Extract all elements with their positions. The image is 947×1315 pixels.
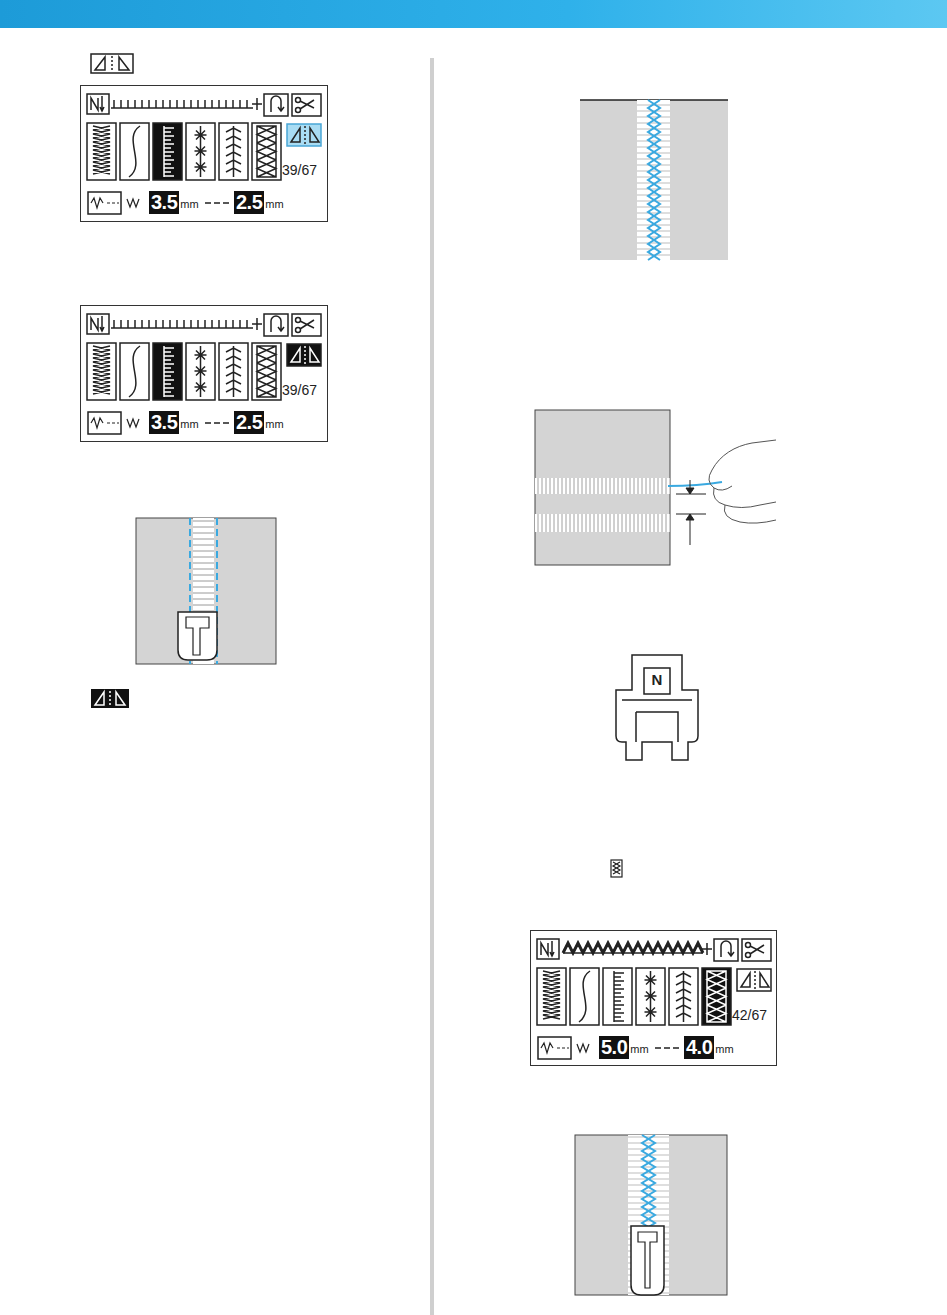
- unit-label: mm: [180, 418, 198, 430]
- fabric-pull-thread: [535, 410, 776, 565]
- unit-label: mm: [180, 198, 198, 210]
- setting-value: 3.5: [151, 411, 177, 433]
- unit-label: mm: [630, 1043, 648, 1055]
- value-box: 2.5: [234, 191, 264, 214]
- setting-value: 5.0: [601, 1036, 627, 1058]
- pattern-icon-small: [611, 860, 622, 877]
- pattern-number: 39/67: [282, 382, 317, 398]
- pattern-number: 42/67: [732, 1007, 767, 1023]
- value-box: 4.0: [684, 1036, 714, 1059]
- lcd-screen: 39/673.52.5mmmm: [80, 85, 328, 222]
- fabric-zigzag-joined: [580, 100, 728, 260]
- unit-label: mm: [715, 1043, 733, 1055]
- value-box: 3.5: [149, 411, 179, 434]
- lcd-screen: 39/673.52.5mmmm: [80, 305, 328, 442]
- value-box: 3.5: [149, 191, 179, 214]
- fabric-ladder-stitch: [136, 518, 276, 664]
- setting-value: 2.5: [236, 411, 262, 433]
- pattern-number: 39/67: [282, 162, 317, 178]
- setting-value: 2.5: [236, 191, 262, 213]
- presser-foot-n: [616, 655, 698, 760]
- header-bar: [0, 0, 947, 28]
- setting-value: 4.0: [686, 1036, 712, 1058]
- lcd-icons: [81, 306, 329, 443]
- mirror-icon-outline: [91, 54, 133, 73]
- setting-value: 3.5: [151, 191, 177, 213]
- lcd-icons: [531, 931, 778, 1067]
- unit-label: mm: [265, 198, 283, 210]
- value-box: 2.5: [234, 411, 264, 434]
- column-divider: [430, 58, 434, 1315]
- fabric-zigzag-sewing: [575, 1135, 727, 1295]
- unit-label: mm: [265, 418, 283, 430]
- value-box: 5.0: [599, 1036, 629, 1059]
- lcd-icons: [81, 86, 329, 223]
- lcd-screen: 42/675.04.0mmmm: [530, 930, 777, 1066]
- foot-letter: N: [652, 671, 663, 688]
- mirror-icon-filled: [91, 689, 129, 708]
